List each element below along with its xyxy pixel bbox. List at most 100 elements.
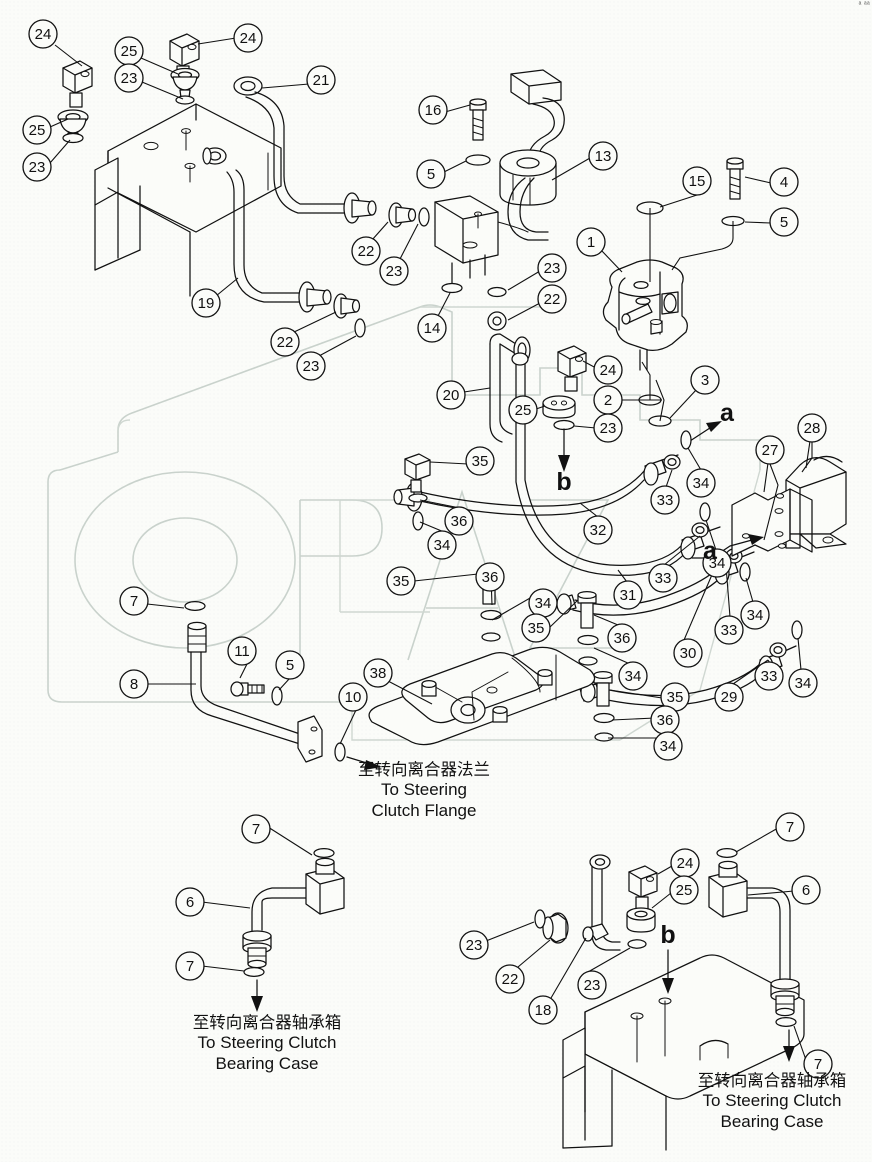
callout-bubble-23[interactable]: 23: [537, 253, 567, 283]
callout-bubble-23[interactable]: 23: [459, 930, 489, 960]
callout-bubble-13[interactable]: 13: [588, 141, 618, 171]
elbow-hose-top: [510, 69, 565, 161]
callout-label: 24: [600, 362, 617, 379]
nut-22-lower: [333, 293, 361, 319]
callout-circle: [508, 395, 538, 425]
callout-bubble-5[interactable]: 5: [769, 207, 799, 237]
callout-bubble-5[interactable]: 5: [275, 650, 305, 680]
callout-bubble-18[interactable]: 18: [528, 995, 558, 1025]
callout-bubble-29[interactable]: 29: [714, 682, 744, 712]
callout-bubble-6[interactable]: 6: [791, 875, 821, 905]
callout-bubble-23[interactable]: 23: [296, 351, 326, 381]
callout-label: 23: [121, 70, 138, 87]
callout-bubble-35[interactable]: 35: [386, 566, 416, 596]
callout-bubble-33[interactable]: 33: [648, 563, 678, 593]
callout-bubble-7[interactable]: 7: [775, 812, 805, 842]
callout-bubble-22[interactable]: 22: [351, 236, 381, 266]
callout-bubble-35[interactable]: 35: [521, 613, 551, 643]
callout-bubble-32[interactable]: 32: [583, 515, 613, 545]
callout-bubble-1[interactable]: 1: [576, 227, 606, 257]
callout-bubble-34[interactable]: 34: [618, 661, 648, 691]
callout-circle: [607, 623, 637, 653]
callout-bubble-7[interactable]: 7: [241, 814, 271, 844]
callout-bubble-28[interactable]: 28: [797, 413, 827, 443]
callout-bubble-8[interactable]: 8: [119, 669, 149, 699]
callout-bubble-36[interactable]: 36: [475, 562, 505, 592]
callout-bubble-34[interactable]: 34: [653, 731, 683, 761]
callout-bubble-33[interactable]: 33: [714, 615, 744, 645]
callout-bubble-7[interactable]: 7: [119, 586, 149, 616]
callout-bubble-22[interactable]: 22: [495, 964, 525, 994]
oring-36-c: [577, 634, 599, 646]
callout-bubble-16[interactable]: 16: [418, 95, 448, 125]
spacer-25-bottom: [626, 907, 656, 933]
callout-bubble-22[interactable]: 22: [270, 327, 300, 357]
callout-bubble-27[interactable]: 27: [755, 435, 785, 465]
callout-label: 5: [780, 214, 788, 231]
callout-circle: [755, 435, 785, 465]
caption-line-en: Bearing Case: [720, 1112, 823, 1131]
callout-bubble-6[interactable]: 6: [175, 887, 205, 917]
callout-bubble-25[interactable]: 25: [669, 875, 699, 905]
callout-bubble-36[interactable]: 36: [650, 705, 680, 735]
callout-bubble-7[interactable]: 7: [803, 1049, 833, 1079]
callout-bubble-24[interactable]: 24: [28, 19, 58, 49]
callout-bubble-11[interactable]: 11: [227, 636, 257, 666]
callout-bubble-24[interactable]: 24: [670, 848, 700, 878]
callout-bubble-33[interactable]: 33: [754, 661, 784, 691]
callout-bubble-5[interactable]: 5: [416, 159, 446, 189]
oring-23-center: [487, 286, 507, 298]
callout-bubble-23[interactable]: 23: [593, 413, 623, 443]
callout-bubble-23[interactable]: 23: [114, 63, 144, 93]
callout-label: 34: [660, 738, 677, 755]
callout-bubble-15[interactable]: 15: [682, 166, 712, 196]
callout-bubble-36[interactable]: 36: [444, 506, 474, 536]
callout-bubble-25[interactable]: 25: [508, 395, 538, 425]
callout-bubble-25[interactable]: 25: [22, 115, 52, 145]
callout-label: 18: [535, 1002, 552, 1019]
callout-bubble-34[interactable]: 34: [528, 588, 558, 618]
callout-circle: [379, 256, 409, 286]
callout-bubble-36[interactable]: 36: [607, 623, 637, 653]
callout-circle: [418, 95, 448, 125]
callout-label: 2: [604, 392, 612, 409]
callout-bubble-25[interactable]: 25: [114, 36, 144, 66]
callout-bubble-30[interactable]: 30: [673, 638, 703, 668]
callout-bubble-34[interactable]: 34: [740, 600, 770, 630]
callout-bubble-19[interactable]: 19: [191, 288, 221, 318]
callout-bubble-24[interactable]: 24: [593, 355, 623, 385]
callout-bubble-34[interactable]: 34: [427, 530, 457, 560]
callout-bubble-10[interactable]: 10: [338, 682, 368, 712]
callout-bubble-31[interactable]: 31: [613, 580, 643, 610]
callout-bubble-7[interactable]: 7: [175, 951, 205, 981]
callout-bubble-3[interactable]: 3: [690, 365, 720, 395]
callout-label: 35: [667, 689, 684, 706]
callout-bubble-23[interactable]: 23: [379, 256, 409, 286]
arrow-b-top: [558, 428, 570, 472]
callout-bubble-34[interactable]: 34: [788, 668, 818, 698]
fitting-24-bottom: [628, 865, 658, 911]
section-marker-b-bottom: b: [660, 921, 675, 949]
callout-bubble-34[interactable]: 34: [686, 468, 716, 498]
callout-bubble-24[interactable]: 24: [233, 23, 263, 53]
oring-23-bottom-left: [534, 909, 546, 929]
callout-circle: [191, 288, 221, 318]
callout-bubble-14[interactable]: 14: [417, 313, 447, 343]
callout-circle: [338, 682, 368, 712]
callout-bubble-33[interactable]: 33: [650, 485, 680, 515]
callout-bubble-38[interactable]: 38: [363, 658, 393, 688]
callout-bubble-35[interactable]: 35: [465, 446, 495, 476]
callout-bubble-34[interactable]: 34: [702, 548, 732, 578]
callout-label: 22: [277, 334, 294, 351]
callout-bubble-21[interactable]: 21: [306, 65, 336, 95]
callout-bubble-20[interactable]: 20: [436, 380, 466, 410]
part-38-tank: [368, 646, 596, 746]
callout-bubble-22[interactable]: 22: [537, 284, 567, 314]
callout-bubble-4[interactable]: 4: [769, 167, 799, 197]
callout-label: 19: [198, 295, 215, 312]
callout-bubble-23[interactable]: 23: [577, 970, 607, 1000]
callout-label: 34: [434, 537, 451, 554]
callout-label: 5: [286, 657, 294, 674]
callout-bubble-23[interactable]: 23: [22, 152, 52, 182]
